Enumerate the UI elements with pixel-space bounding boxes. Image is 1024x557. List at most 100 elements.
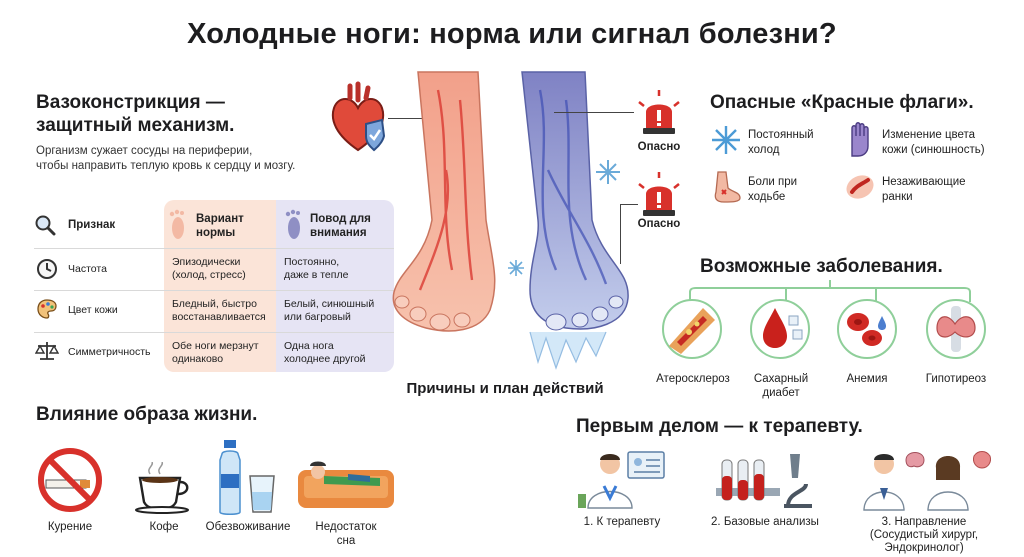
- disease-label: Гипотиреоз: [910, 373, 1002, 387]
- purple-hand-icon: [851, 122, 869, 157]
- danger-label: Опасно: [637, 218, 681, 230]
- specialists-icon: [863, 451, 991, 511]
- heart-shield-icon: [331, 81, 386, 152]
- red-flag-line2: кожи (синюшность): [882, 143, 985, 156]
- foot-norm-icon: [169, 209, 184, 239]
- row-warning-line2: даже в тепле: [284, 269, 349, 281]
- disease-line1: Атеросклероз: [656, 373, 730, 385]
- table-row: [34, 248, 394, 249]
- step-label: 2. Базовые анализы: [700, 516, 830, 530]
- table-row: [34, 290, 394, 291]
- lab-tests-icon: [716, 454, 812, 508]
- alarm-siren-icon: [638, 90, 680, 134]
- row-warning-line2: холоднее другой: [284, 353, 366, 365]
- red-flag-line1: Изменение цвета: [882, 129, 976, 141]
- lifestyle-heading: Влияние образа жизни.: [36, 404, 258, 425]
- scales-icon: [35, 342, 59, 360]
- snowflake-icon: [596, 160, 620, 184]
- row-norm-line2: восстанавливается: [172, 311, 266, 323]
- red-flag-text: Постоянный холод: [748, 128, 814, 158]
- comparison-table: Признак Вариант нормы Повод для внимания…: [34, 200, 394, 372]
- lifestyle-line1: Кофе: [149, 521, 179, 533]
- lifestyle-line2: сна: [336, 534, 356, 547]
- diseases-connector-lines: [689, 280, 971, 302]
- step-label: 3. Направление (Сосудистый хирург, Эндок…: [856, 516, 992, 556]
- vaso-section: Вазоконстрикция — защитный механизм. Орг…: [36, 92, 336, 173]
- lifestyle-label: Курение: [30, 521, 110, 535]
- diseases-heading: Возможные заболевания.: [700, 256, 943, 277]
- danger-label: Опасно: [637, 141, 681, 153]
- row-warning-line1: Постоянно,: [284, 256, 340, 268]
- row-label-frequency: Частота: [68, 263, 107, 275]
- disease-label: Сахарный диабет: [736, 373, 826, 401]
- vaso-text-line1: Организм сужает сосуды на периферии,: [36, 144, 253, 157]
- lifestyle-line1: Курение: [47, 521, 93, 533]
- red-flag-text: Незаживающие ранки: [882, 175, 966, 205]
- danger-connector-line: [554, 112, 634, 113]
- red-flag-text: Изменение цвета кожи (синюшность): [882, 128, 985, 158]
- step-line2: (Сосудистый хирург,: [869, 529, 979, 542]
- row-norm-line1: Бледный, быстро: [172, 298, 257, 310]
- table-header-warning-line2: внимания: [310, 227, 367, 239]
- therapist-icon: [578, 451, 665, 509]
- danger-connector-line: [620, 204, 638, 205]
- red-flags-heading: Опасные «Красные флаги».: [710, 92, 974, 113]
- sleeping-on-sofa-icon: [298, 461, 394, 508]
- clock-icon: [37, 259, 57, 279]
- magnifier-icon: [35, 215, 56, 236]
- step-line1: 1. К терапевту: [583, 516, 661, 528]
- row-label-skin-color: Цвет кожи: [68, 304, 118, 316]
- danger-connector-line: [620, 204, 621, 264]
- vaso-heading-line2: защитный механизм.: [36, 114, 235, 136]
- blood-drop-sugar-icon: [750, 299, 810, 359]
- red-flag-line1: Боли при: [748, 176, 798, 188]
- row-label-symmetry: Симметричность: [68, 346, 151, 358]
- table-header-sign: Признак: [68, 219, 116, 231]
- row-norm-line1: Обе ноги мерзнут: [172, 340, 259, 352]
- red-flag-line1: Постоянный: [748, 129, 814, 141]
- snowflake-icon: [508, 260, 524, 276]
- thyroid-icon: [926, 299, 986, 359]
- feet-illustration: [392, 71, 629, 370]
- no-smoking-icon: [38, 448, 102, 512]
- disease-line1: Сахарный: [753, 373, 809, 385]
- red-flag-line2: ходьбе: [748, 190, 786, 203]
- red-flag-line1: Незаживающие: [882, 176, 966, 188]
- step-line1: 3. Направление: [881, 516, 967, 528]
- disease-label: Анемия: [822, 373, 912, 387]
- heart-connector-line: [388, 118, 440, 119]
- table-header-norm-line2: нормы: [196, 227, 236, 239]
- row-norm-line2: одинаково: [172, 353, 224, 365]
- step-label: 1. К терапевту: [562, 516, 682, 530]
- coffee-cup-icon: [135, 462, 189, 514]
- lifestyle-label: Кофе: [124, 521, 204, 535]
- warm-foot: [392, 71, 496, 332]
- feet-caption: Причины и план действий: [406, 380, 604, 397]
- table-header-norm-line1: Вариант: [196, 213, 244, 225]
- red-flag-line2: ранки: [882, 190, 913, 203]
- table-row: [34, 332, 394, 333]
- snowflake-icon: [712, 126, 740, 154]
- red-flag-text: Боли при ходьбе: [748, 175, 797, 205]
- table-header-warning-line1: Повод для: [310, 213, 371, 225]
- disease-label: Атеросклероз: [648, 373, 738, 387]
- painful-foot-icon: [714, 171, 741, 203]
- red-blood-cells-icon: [837, 299, 897, 359]
- lifestyle-label: Обезвоживание: [196, 521, 300, 535]
- vaso-text-line2: чтобы направить теплую кровь к сердцу и …: [36, 159, 296, 172]
- row-norm-line2: (холод, стресс): [172, 269, 246, 281]
- artery-plaque-icon: [662, 299, 722, 359]
- page-title: Холодные ноги: норма или сигнал болезни?: [187, 18, 837, 50]
- wound-icon: [846, 175, 874, 199]
- step-line3: Эндокринолог): [884, 542, 964, 555]
- palette-icon: [37, 299, 57, 319]
- row-warning-line1: Одна нога: [284, 340, 334, 352]
- lifestyle-line1: Обезвоживание: [205, 521, 291, 533]
- foot-warning-icon: [285, 209, 300, 239]
- vaso-heading-line1: Вазоконстрикция —: [36, 92, 225, 113]
- step-line1: 2. Базовые анализы: [711, 516, 819, 528]
- lifestyle-line1: Недостаток: [315, 521, 377, 533]
- row-warning-line2: или багровый: [284, 311, 351, 323]
- disease-line2: диабет: [762, 386, 800, 399]
- red-flag-line2: холод: [748, 143, 780, 156]
